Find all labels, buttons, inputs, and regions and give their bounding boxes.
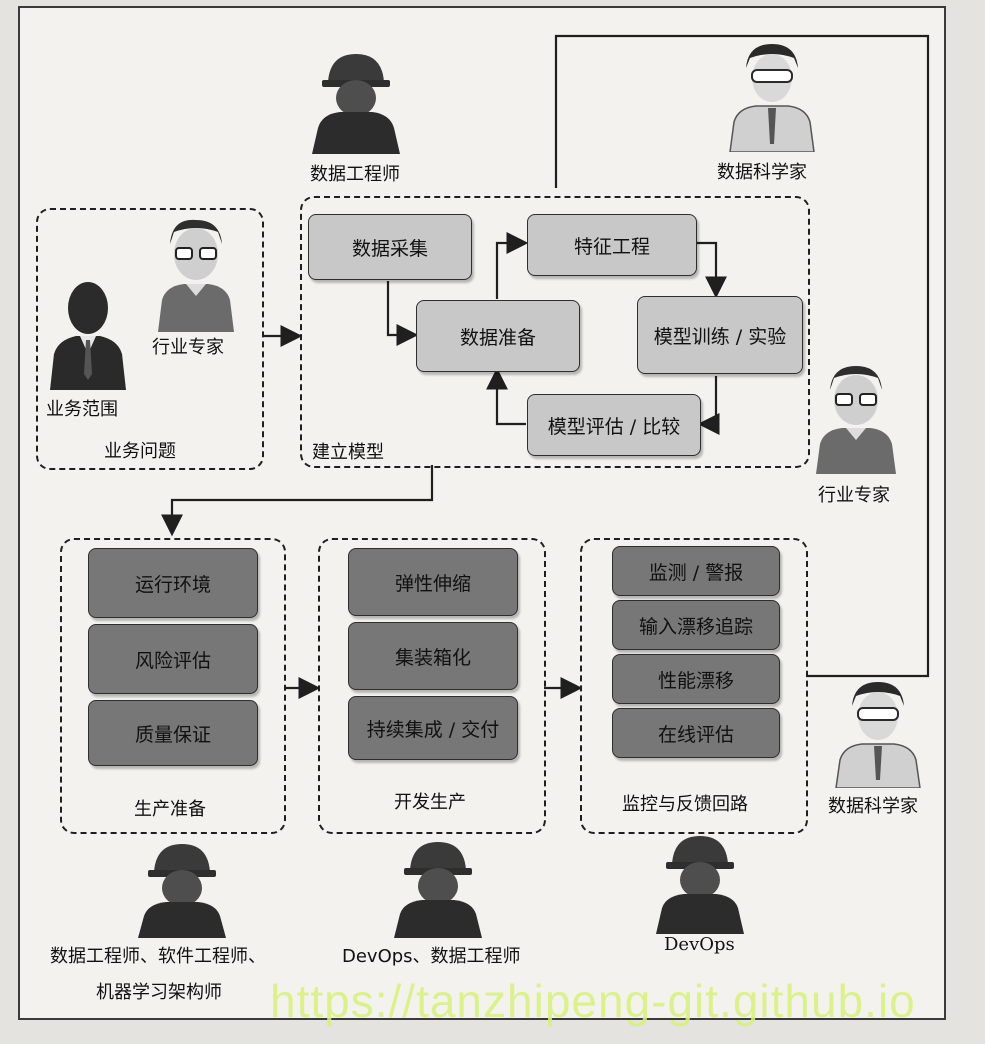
data-preparation-node: 数据准备 bbox=[416, 300, 580, 372]
data-engineer-top-icon bbox=[312, 54, 400, 154]
data-scientist-right-label: 数据科学家 bbox=[828, 796, 918, 817]
quality-assurance-node: 质量保证 bbox=[88, 700, 258, 766]
production-prep-title: 生产准备 bbox=[134, 799, 206, 820]
industry-expert-right-icon bbox=[816, 366, 896, 474]
dev-production-group bbox=[318, 538, 546, 834]
ci-cd-node: 持续集成 / 交付 bbox=[348, 696, 518, 760]
monitoring-title: 监控与反馈回路 bbox=[622, 794, 748, 815]
bottom-left-role-line2: 机器学习架构师 bbox=[96, 982, 222, 1003]
worker-right-icon bbox=[656, 836, 744, 934]
model-training-node: 模型训练 / 实验 bbox=[637, 296, 803, 374]
industry-expert-label: 行业专家 bbox=[152, 337, 224, 358]
business-problem-title: 业务问题 bbox=[104, 441, 176, 462]
containerization-node: 集装箱化 bbox=[348, 622, 518, 690]
feature-engineering-node: 特征工程 bbox=[527, 214, 697, 276]
worker-left-icon bbox=[138, 844, 226, 938]
autoscaling-node: 弹性伸缩 bbox=[348, 548, 518, 616]
bottom-left-role-line1: 数据工程师、软件工程师、 bbox=[50, 946, 266, 967]
model-evaluation-node: 模型评估 / 比较 bbox=[527, 394, 701, 456]
data-engineer-top-label: 数据工程师 bbox=[310, 164, 400, 185]
industry-expert-icon bbox=[158, 219, 234, 332]
bottom-right-role: DevOps bbox=[664, 934, 735, 955]
business-person-icon bbox=[50, 282, 126, 390]
risk-assessment-node: 风险评估 bbox=[88, 624, 258, 694]
data-collection-node: 数据采集 bbox=[308, 214, 472, 280]
industry-expert-right-label: 行业专家 bbox=[818, 485, 890, 506]
business-problem-group bbox=[36, 208, 264, 470]
business-scope-label: 业务范围 bbox=[46, 399, 118, 420]
dev-production-title: 开发生产 bbox=[394, 792, 466, 813]
monitoring-alert-node: 监测 / 警报 bbox=[612, 546, 780, 596]
model-building-title: 建立模型 bbox=[312, 442, 384, 463]
monitoring-group bbox=[580, 538, 808, 834]
online-eval-node: 在线评估 bbox=[612, 708, 780, 758]
input-drift-node: 输入漂移追踪 bbox=[612, 600, 780, 650]
production-prep-group bbox=[60, 538, 286, 834]
watermark: https://tanzhipeng-git.github.io bbox=[270, 975, 916, 1027]
data-scientist-top-icon bbox=[729, 44, 815, 152]
data-scientist-right-icon bbox=[835, 682, 921, 788]
runtime-env-node: 运行环境 bbox=[88, 548, 258, 618]
model-building-group bbox=[300, 196, 810, 468]
worker-mid-icon bbox=[394, 842, 482, 938]
performance-drift-node: 性能漂移 bbox=[612, 654, 780, 704]
data-scientist-top-label: 数据科学家 bbox=[717, 162, 807, 183]
bottom-mid-role: DevOps、数据工程师 bbox=[342, 946, 521, 967]
